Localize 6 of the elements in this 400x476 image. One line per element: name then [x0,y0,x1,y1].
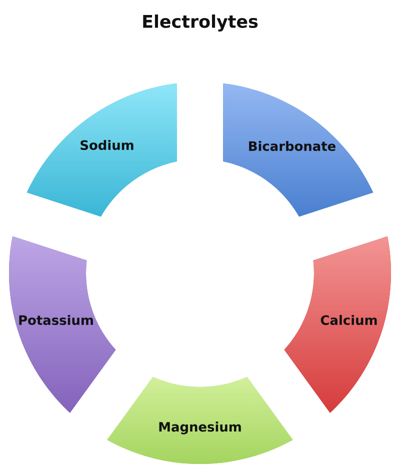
segment-label: Potassium [19,314,93,325]
title: Electrolytes [143,14,258,32]
segment-label: Calcium [320,314,377,325]
segment-label: Magnesium [159,422,241,434]
segment-label: Sodium [80,140,134,150]
segment-label: Bicarbonate [249,140,336,151]
